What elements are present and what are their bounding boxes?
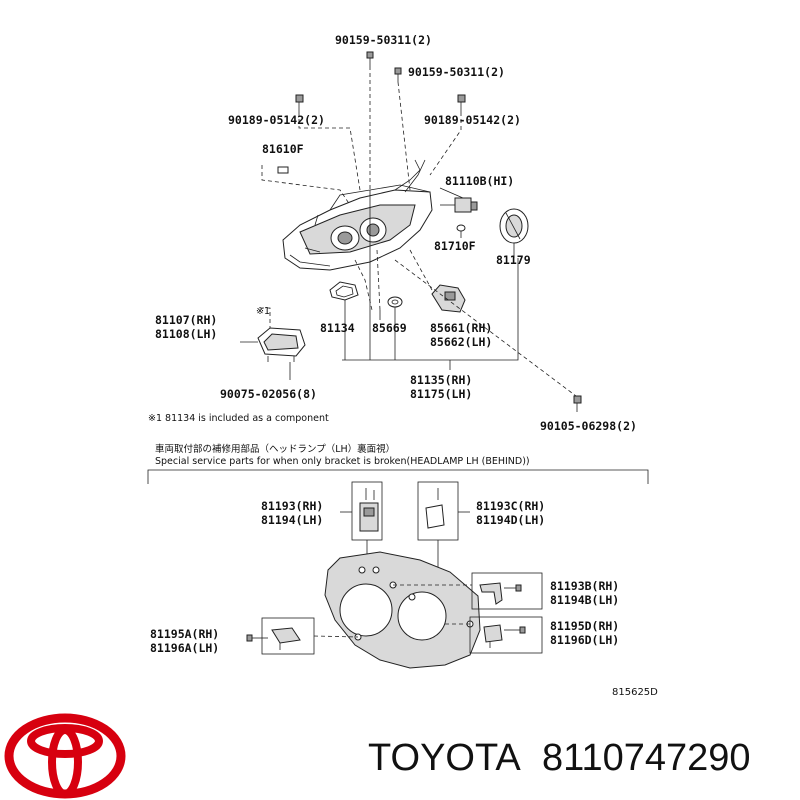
bolt-90159-top: [366, 51, 374, 66]
bolt-90159-right: [394, 67, 402, 82]
bolt-90189-right: [457, 94, 466, 112]
bolt-90189-left: [295, 94, 304, 112]
label-85662: 85662(LH): [430, 335, 492, 349]
label-81193C: 81193C(RH): [476, 499, 545, 513]
clip-81610F: [277, 166, 289, 174]
section-title-jp: 車両取付部の補修用部品（ヘッドランプ（LH）裏面視）: [155, 443, 395, 455]
part-number: 8110747290: [542, 737, 751, 779]
headlamp-housing: [282, 159, 433, 271]
cap-81179: [499, 208, 529, 244]
label-90189-left: 90189-05142(2): [228, 113, 325, 127]
bracket-81195D: [469, 616, 543, 654]
label-81175: 81175(LH): [410, 387, 472, 401]
brand-name: TOYOTA: [368, 737, 521, 779]
diagram-code: 815625D: [612, 687, 658, 698]
module-85661: [431, 284, 466, 313]
label-81135: 81135(RH): [410, 373, 472, 387]
label-81193B: 81193B(RH): [550, 579, 619, 593]
label-81179: 81179: [496, 253, 531, 267]
label-90159-right: 90159-50311(2): [408, 65, 505, 79]
toyota-logo-icon: [4, 713, 126, 799]
label-81134: 81134: [320, 321, 355, 335]
label-81710F: 81710F: [434, 239, 476, 253]
bracket-81195A: [246, 617, 315, 655]
section-title-en: Special service parts for when only brac…: [155, 456, 530, 467]
label-81195A: 81195A(RH): [150, 627, 219, 641]
label-note-mark: ※1: [256, 306, 270, 317]
label-81196D: 81196D(LH): [550, 633, 619, 647]
label-85669: 85669: [372, 321, 407, 335]
label-85661: 85661(RH): [430, 321, 492, 335]
label-81108: 81108(LH): [155, 327, 217, 341]
label-81110B: 81110B(HI): [445, 174, 514, 188]
label-81194B: 81194B(LH): [550, 593, 619, 607]
label-81194: 81194(LH): [261, 513, 323, 527]
bulb-81110B: [440, 197, 478, 213]
component-note: ※1 81134 is included as a component: [148, 413, 329, 424]
label-90075: 90075-02056(8): [220, 387, 317, 401]
label-81195D: 81195D(RH): [550, 619, 619, 633]
socket-81710F: [456, 224, 466, 238]
label-81193: 81193(RH): [261, 499, 323, 513]
section-bracket: [147, 469, 649, 484]
label-90159-top: 90159-50311(2): [335, 33, 432, 47]
label-81107: 81107(RH): [155, 313, 217, 327]
label-81196A: 81196A(LH): [150, 641, 219, 655]
label-90189-right: 90189-05142(2): [424, 113, 521, 127]
bracket-81193: [340, 481, 383, 541]
gasket-81134: [329, 281, 359, 301]
headlamp-back: [324, 551, 481, 669]
ring-85669: [387, 296, 403, 308]
bolt-90105: [573, 395, 582, 412]
label-81194D: 81194D(LH): [476, 513, 545, 527]
label-90105: 90105-06298(2): [540, 419, 637, 433]
bracket-81193C: [417, 481, 470, 541]
label-81610F: 81610F: [262, 142, 304, 156]
unit-81107: [257, 327, 306, 362]
bracket-81193B: [471, 572, 543, 610]
